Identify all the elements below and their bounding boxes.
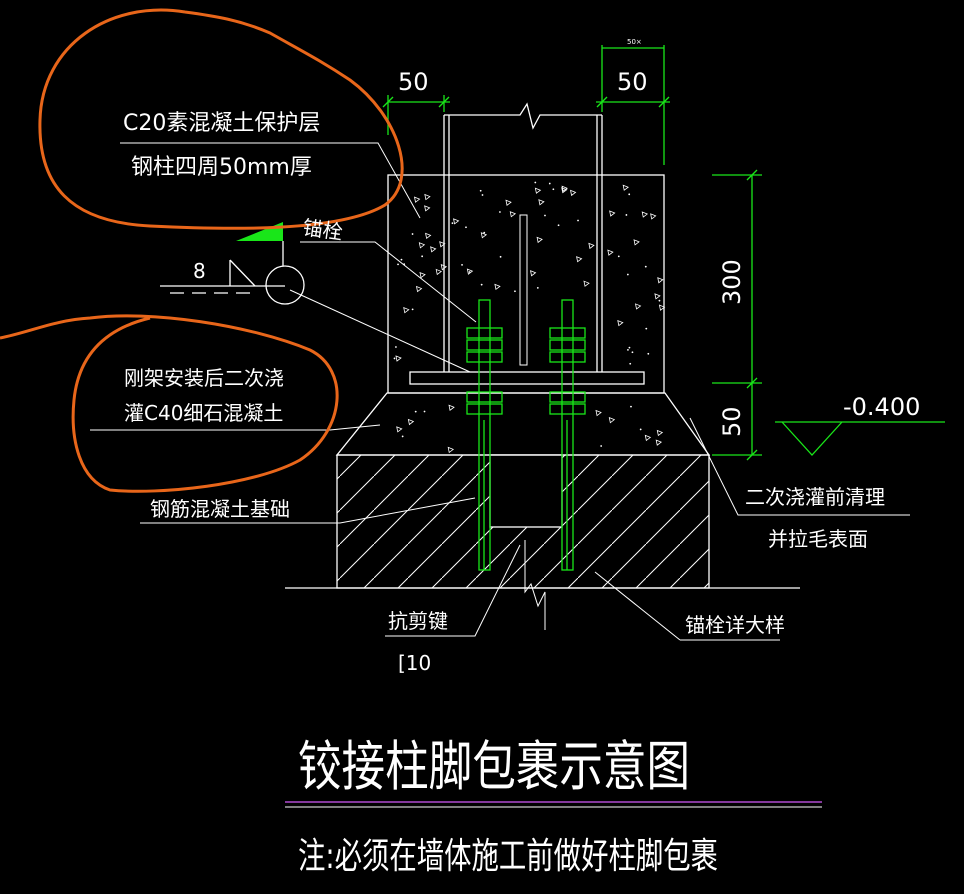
dim-vertical-lower: 50 — [718, 406, 746, 437]
label-cover-title: C20素混凝土保护层 — [123, 111, 320, 136]
label-weld-size: 8 — [193, 259, 206, 283]
label-grout-line1: 刚架安装后二次浇 — [124, 366, 284, 390]
anchor-bolt-left — [466, 299, 503, 571]
label-shear-key: 抗剪键 — [388, 609, 448, 633]
rc-foundation — [285, 454, 800, 589]
aggregate-marks — [393, 181, 666, 454]
anchor-bolt-right — [549, 299, 586, 571]
label-clean-surface-2: 并拉毛表面 — [768, 527, 868, 551]
leader-lines — [90, 142, 910, 641]
label-bolt-detail: 锚栓详大样 — [685, 613, 785, 637]
elevation-label: -0.400 — [843, 393, 920, 421]
drawing-title: 铰接柱脚包裹示意图 — [298, 735, 690, 798]
dim-right-top: 50 — [617, 68, 648, 96]
grout-layer — [335, 392, 711, 456]
label-foundation: 钢筋混凝土基础 — [150, 497, 290, 521]
dim-right-top-small: 50× — [627, 38, 642, 46]
label-cover-thickness: 钢柱四周50mm厚 — [131, 155, 312, 180]
markup-circle-bottom — [0, 314, 339, 493]
dim-left-top: 50 — [398, 68, 429, 96]
concrete-encasement — [387, 102, 665, 394]
elevation-marker — [775, 421, 945, 456]
label-shear-key-section: [10 — [398, 651, 431, 675]
dimension-vertical — [712, 169, 762, 461]
bottom-break-line — [524, 540, 546, 630]
label-anchor-bolt: 锚栓 — [301, 215, 344, 244]
dimension-left-top — [382, 95, 450, 135]
weld-symbol — [160, 222, 305, 305]
drawing-note: 注:必须在墙体施工前做好柱脚包裹 — [298, 836, 718, 877]
dim-vertical-upper: 300 — [718, 259, 746, 305]
label-grout-line2: 灌C40细石混凝土 — [124, 401, 283, 425]
dimension-right-top — [596, 45, 670, 165]
markup-circle-top — [38, 8, 404, 230]
label-clean-surface-1: 二次浇灌前清理 — [745, 485, 885, 509]
